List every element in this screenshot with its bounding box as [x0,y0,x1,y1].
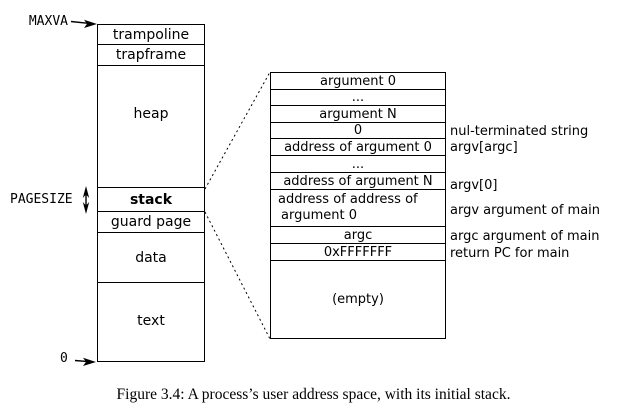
annotation-argv-0: argv[0] [450,178,498,193]
stack-row-address-argument-0: address of argument 0 [271,139,445,156]
annotation-nul-terminated-string: nul-terminated string [450,124,589,139]
maxva-label: MAXVA [28,14,68,29]
stack-row-zero: 0 [271,123,445,139]
stack-row-argument-n: argument N [271,106,445,123]
annotation-argc-argument-of-main: argc argument of main [450,229,600,244]
memory-section-heap: heap [98,66,204,188]
stack-row-address-argument-n: address of argument N [271,173,445,190]
stack-row-argument-0: argument 0 [271,73,445,90]
stack-row-argc: argc [271,227,445,244]
zero-label: 0 [60,351,68,366]
maxva-arrow [70,19,97,28]
stack-row-empty: (empty) [332,292,384,307]
dashed-connector-top [204,71,271,190]
pagesize-label: PAGESIZE [10,192,73,207]
stack-row-return-pc: 0xFFFFFFF [271,244,445,261]
memory-section-text: text [137,313,165,329]
memory-section-trampoline: trampoline [98,25,204,45]
annotation-argv-argc: argv[argc] [450,140,518,155]
memory-section-stack: stack [98,188,204,212]
memory-section-guard-page: guard page [98,212,204,233]
stack-row-ellipsis-args: ... [271,90,445,106]
pagesize-span-arrow [82,186,90,214]
stack-row-ellipsis-addresses: ... [271,156,445,173]
address-space-box: trampoline trapframe heap stack guard pa… [97,24,205,362]
figure-caption: Figure 3.4: A process’s user address spa… [116,386,511,403]
dashed-connector-bottom [204,211,271,340]
annotation-argv-argument-of-main: argv argument of main [450,203,601,218]
memory-section-trapframe: trapframe [98,45,204,66]
stack-detail-box: argument 0 ... argument N 0 address of a… [270,72,446,339]
memory-section-data: data [98,233,204,283]
zero-arrow [74,357,96,366]
stack-row-address-of-address: address of address of argument 0 [271,190,445,227]
annotation-return-pc-for-main: return PC for main [450,246,570,261]
